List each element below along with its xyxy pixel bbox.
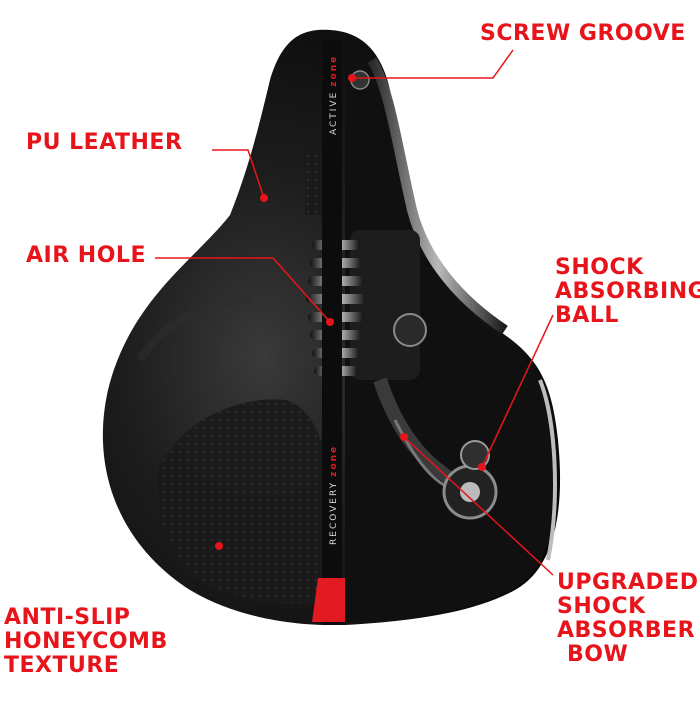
callout-line-air-hole <box>155 257 331 323</box>
callout-dot-honeycomb <box>215 542 223 550</box>
callout-dot-air-hole <box>326 318 334 326</box>
label-pu-leather-text: PU LEATHER <box>26 130 183 155</box>
label-screw-groove-text: SCREW GROOVE <box>480 21 686 46</box>
callout-dot-screw-groove <box>348 74 356 82</box>
label-anti-slip-line-1: ANTI-SLIP <box>4 605 131 630</box>
brand-active-zone: ACTIVEzone <box>329 55 339 135</box>
label-air-hole: AIR HOLE <box>26 244 146 268</box>
callout-dots <box>215 74 486 550</box>
callout-line-shock-ball <box>481 314 554 468</box>
label-pu-leather: PU LEATHER <box>26 131 182 155</box>
label-shock-absorbing-ball: SHOCK ABSORBING BALL <box>555 256 700 328</box>
callout-dot-upgraded-bow <box>400 433 408 441</box>
label-upgraded-bow-line-4: BOW <box>567 642 629 667</box>
callout-lines <box>155 49 554 576</box>
label-air-hole-text: AIR HOLE <box>26 243 146 268</box>
callout-dot-shock-ball <box>478 463 486 471</box>
callout-line-screw-groove <box>352 49 514 79</box>
callout-dot-pu-leather <box>260 194 268 202</box>
red-accent <box>312 578 345 622</box>
label-upgraded-bow-line-1: UPGRADED <box>557 570 699 595</box>
brand-recovery-zone: RECOVERYzone <box>329 445 339 545</box>
callout-line-upgraded-bow <box>403 436 554 576</box>
label-upgraded-bow-line-2: SHOCK <box>557 594 646 619</box>
label-shock-ball-line-1: SHOCK <box>555 255 644 280</box>
label-anti-slip-line-2: HONEYCOMB <box>4 629 168 654</box>
label-anti-slip-honeycomb: ANTI-SLIP HONEYCOMB TEXTURE <box>4 606 168 678</box>
label-upgraded-bow-line-3: ABSORBER <box>557 618 696 643</box>
center-stripe <box>322 40 342 625</box>
label-screw-groove: SCREW GROOVE <box>480 22 686 46</box>
label-shock-ball-line-2: ABSORBING <box>555 279 700 304</box>
label-upgraded-shock-absorber-bow: UPGRADED SHOCK ABSORBER BOW <box>557 571 699 667</box>
callout-line-pu-leather <box>212 149 265 199</box>
label-shock-ball-line-3: BALL <box>555 303 619 328</box>
label-anti-slip-line-3: TEXTURE <box>4 653 120 678</box>
cutaway-side <box>345 40 558 622</box>
